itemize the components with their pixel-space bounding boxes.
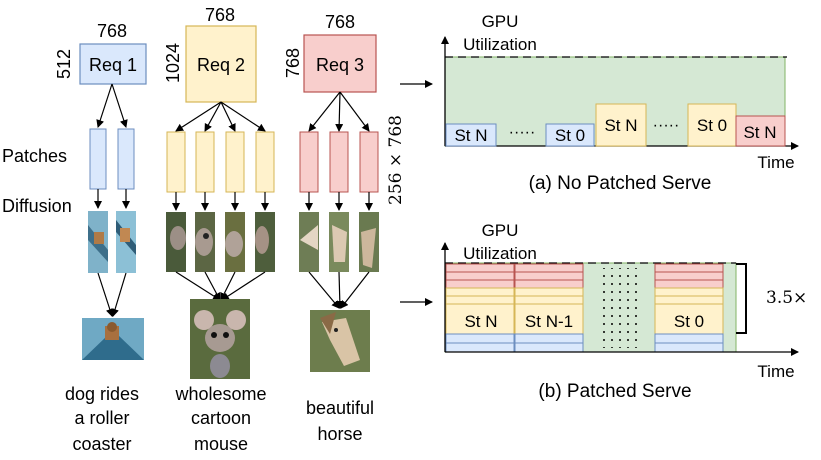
step-block: [735, 115, 786, 147]
req2-width-label: 768: [205, 5, 235, 25]
step-block: [545, 123, 595, 147]
patch: [359, 131, 379, 193]
step-label: St 0: [697, 116, 727, 135]
patch-size-label: 256 × 768: [386, 115, 406, 205]
patch: [166, 131, 186, 193]
chart-b-ylabel-line1: GPU: [482, 221, 519, 240]
chart-b: GPU Utilization St N St N-1: [441, 221, 807, 402]
speedup-label: 3.5×: [766, 288, 807, 308]
caption-dog: dog rides a roller coaster: [65, 384, 139, 454]
speedup-bracket: [736, 263, 747, 334]
patch: [225, 131, 245, 193]
chart-a-caption: (a) No Patched Serve: [529, 173, 712, 194]
caption-line: horse: [317, 424, 362, 444]
step-label: St 0: [674, 312, 704, 331]
patch: [255, 131, 275, 193]
caption-line: dog rides: [65, 384, 139, 404]
patches-req1: [89, 128, 135, 190]
request-3: 768 768 Req 3: [283, 12, 377, 93]
output-image-dog: [82, 318, 144, 360]
step-label: St N: [604, 116, 637, 135]
chart-b-caption: (b) Patched Serve: [538, 381, 691, 402]
output-image-mouse: [190, 299, 250, 379]
req3-label: Req 3: [316, 55, 364, 75]
req3-width-label: 768: [325, 12, 355, 32]
merge-arrows: [97, 271, 370, 317]
batched-step-block: [445, 263, 515, 353]
diffusion-strips-req3: [299, 212, 379, 272]
req1-label: Req 1: [89, 55, 137, 75]
diffusion-label: Diffusion: [2, 196, 72, 216]
patch: [195, 131, 215, 193]
ellipsis: ·····: [653, 117, 680, 134]
req1-box: [79, 43, 147, 85]
chart-b-xlabel: Time: [757, 362, 794, 381]
caption-line: beautiful: [306, 398, 374, 418]
caption-line: cartoon: [191, 408, 251, 428]
step-label: St N: [743, 123, 776, 142]
req3-height-label: 768: [283, 48, 303, 78]
batched-step-block: [654, 263, 724, 353]
req2-height-label: 1024: [163, 43, 183, 83]
chart-a-ylabel-line1: GPU: [482, 12, 519, 31]
patch: [117, 128, 135, 190]
request-1: 768 512 Req 1: [54, 21, 147, 85]
req2-box: [185, 25, 257, 103]
step-label: St N: [454, 126, 487, 145]
step-label: St 0: [555, 126, 585, 145]
dotted-gap: [600, 268, 640, 348]
patch: [299, 131, 319, 193]
batched-step-block: [514, 263, 584, 353]
request-2: 768 1024 Req 2: [163, 5, 257, 103]
req1-height-label: 512: [54, 49, 74, 79]
split-arrows: [96, 83, 370, 132]
chart-b-ylabel-line2: Utilization: [463, 244, 537, 263]
patch: [329, 131, 349, 193]
diffusion-strips-req2: [166, 212, 275, 272]
patches-req2: [166, 131, 275, 193]
chart-a: GPU Utilization St N ····· St 0 St N ···…: [441, 12, 799, 194]
patches-req3: [299, 131, 379, 193]
req2-label: Req 2: [197, 55, 245, 75]
caption-line: a roller: [74, 408, 129, 428]
req3-box: [303, 34, 377, 93]
chart-a-ylabel-line2: Utilization: [463, 35, 537, 54]
patch: [89, 128, 107, 190]
diffusion-strips-req1: [88, 211, 136, 273]
step-block: [445, 123, 497, 147]
step-label: St N-1: [525, 312, 573, 331]
output-image-horse: [310, 310, 370, 372]
ellipsis: ·····: [509, 124, 536, 141]
caption-mouse: wholesome cartoon mouse: [174, 384, 266, 454]
caption-line: mouse: [194, 434, 248, 454]
caption-line: wholesome: [174, 384, 266, 404]
step-block: [595, 103, 647, 147]
caption-line: coaster: [72, 434, 131, 454]
caption-horse: beautiful horse: [306, 398, 374, 444]
chart-a-xlabel: Time: [757, 153, 794, 172]
req1-width-label: 768: [97, 21, 127, 41]
patches-label: Patches: [2, 146, 67, 166]
diffusion-arrows: [94, 189, 373, 211]
step-label: St N: [464, 312, 497, 331]
